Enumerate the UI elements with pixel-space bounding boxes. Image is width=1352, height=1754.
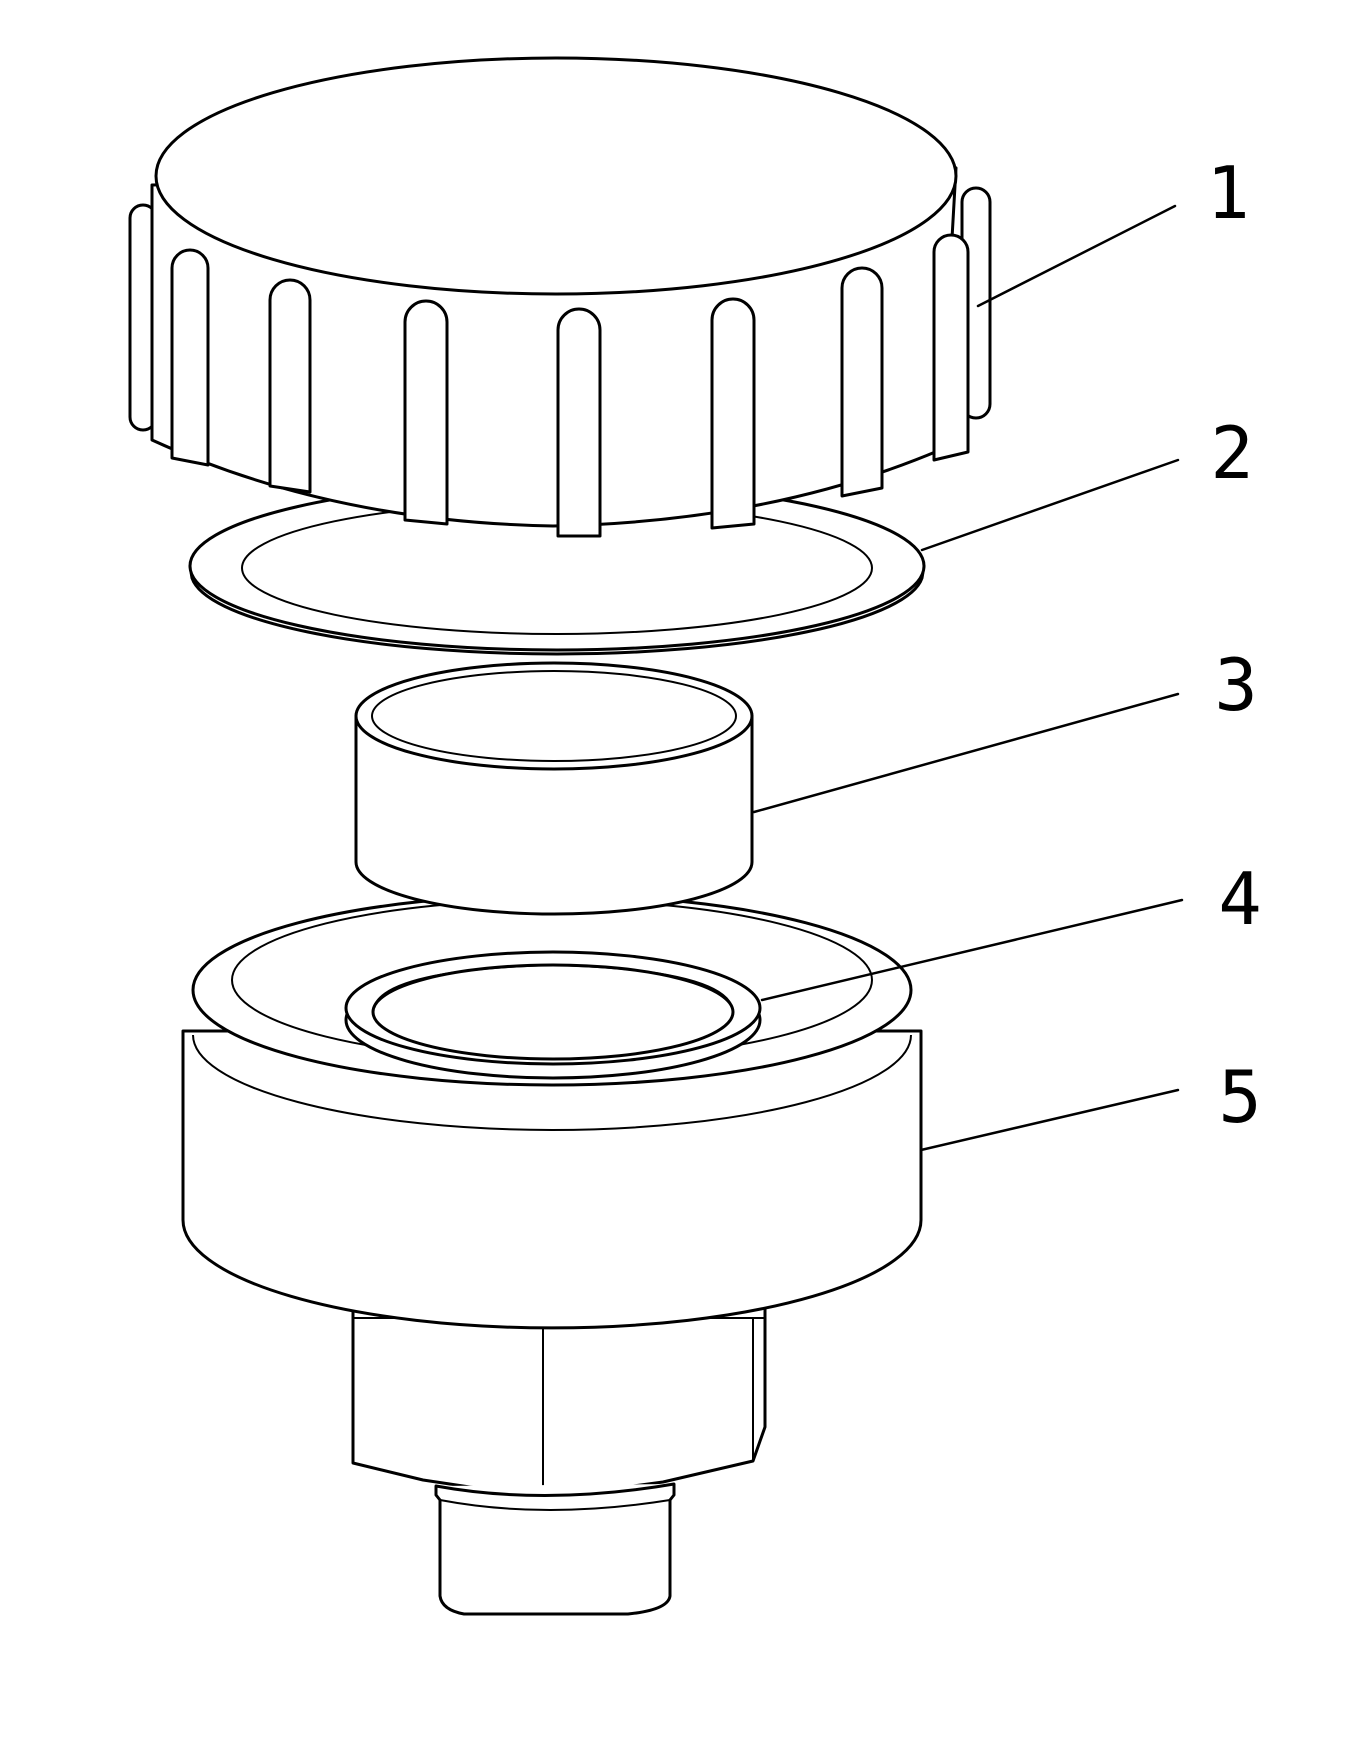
callout-label-4: 4	[1218, 857, 1261, 941]
callout-label-1: 1	[1206, 151, 1249, 235]
leader-line-1	[976, 204, 1177, 308]
callout-label-2: 2	[1210, 411, 1253, 495]
callout-label-5: 5	[1218, 1055, 1261, 1139]
knurled-cap	[128, 56, 992, 538]
callout-label-3: 3	[1214, 643, 1257, 727]
sleeve	[354, 661, 754, 916]
leader-line-5	[919, 1088, 1180, 1152]
leader-line-2	[920, 458, 1180, 552]
leader-line-4	[760, 898, 1184, 1002]
leader-line-3	[752, 692, 1180, 814]
threaded-spigot	[434, 1482, 676, 1616]
seal-ring	[344, 950, 762, 1080]
callouts: 1 2 3 4 5	[752, 151, 1262, 1152]
